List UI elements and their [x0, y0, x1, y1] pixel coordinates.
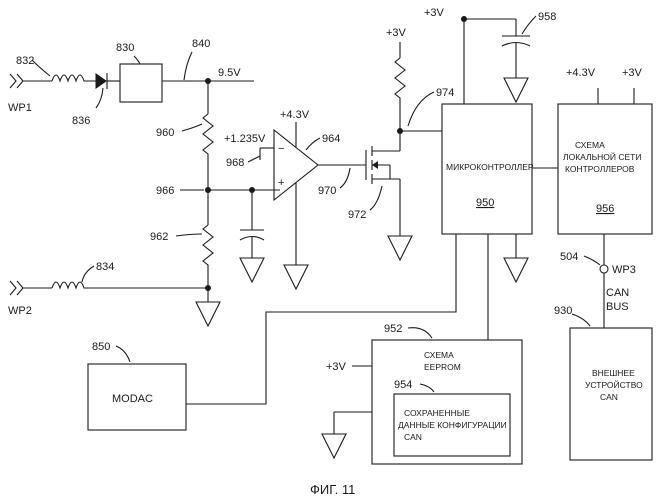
can-bus-label-2: BUS — [606, 301, 629, 313]
wp3-label: WP3 — [612, 264, 636, 276]
comparator-minus: − — [278, 143, 284, 155]
comparator-plus: + — [278, 177, 284, 189]
ground-958 — [504, 78, 528, 102]
leader-962 — [176, 234, 202, 236]
ground-comp — [284, 265, 308, 289]
can-ctrl-line1: СХЕМА — [575, 140, 605, 150]
diode-836 — [96, 73, 120, 89]
wp2-terminal — [10, 281, 52, 295]
can-ctrl-line2: ЛОКАЛЬНОЙ СЕТИ — [563, 151, 641, 162]
can-bus-label-1: CAN — [606, 287, 629, 299]
ref-504: 504 — [560, 251, 578, 263]
leader-504 — [584, 256, 600, 265]
regulator-830 — [120, 64, 162, 102]
modac-label: MODAC — [112, 393, 153, 405]
ground-mosfet — [388, 236, 412, 260]
ground-cap — [240, 258, 264, 282]
ref-964: 964 — [322, 133, 340, 145]
mcu-supply-label: +3V — [424, 7, 445, 19]
leader-850 — [116, 346, 130, 362]
ref-960: 960 — [156, 127, 174, 139]
can-supply-4v3-label: +4.3V — [566, 67, 596, 79]
ext-device-line2: УСТРОЙСТВО — [585, 379, 643, 390]
ref-956: 956 — [596, 203, 614, 215]
leader-972 — [370, 186, 382, 210]
ref-954: 954 — [394, 379, 412, 391]
leader-930 — [572, 314, 590, 326]
wp1-terminal — [10, 74, 52, 88]
ref-930: 930 — [554, 305, 572, 317]
comp-supply-label: +4.3V — [280, 109, 310, 121]
ref-970: 970 — [318, 185, 336, 197]
ref-voltage-label: +1.235V — [224, 133, 266, 145]
ref-968: 968 — [226, 157, 244, 169]
ref-962: 962 — [150, 231, 168, 243]
eeprom-line1: СХЕМА — [424, 350, 454, 360]
resistor-962 — [203, 225, 213, 288]
ext-device-line3: CAN — [600, 392, 618, 402]
pullup-supply-label: +3V — [386, 27, 407, 39]
leader-840 — [184, 52, 192, 80]
config-line2: ДАННЫЕ КОНФИГУРАЦИИ — [398, 420, 507, 430]
rail-9v5-label: 9.5V — [218, 67, 241, 79]
ext-device-line1: ВНЕШНЕЕ — [592, 368, 635, 378]
ref-958: 958 — [538, 11, 556, 23]
resistor-pullup — [395, 58, 405, 131]
ref-950: 950 — [476, 197, 494, 209]
leader-952 — [408, 328, 432, 338]
config-line1: СОХРАНЕННЫЕ — [404, 408, 470, 418]
leader-834 — [82, 266, 94, 282]
ref-972: 972 — [348, 209, 366, 221]
leader-958 — [522, 16, 536, 34]
eeprom-line2: EEPROM — [424, 362, 461, 372]
wp1-label: WP1 — [8, 102, 32, 114]
ref-974: 974 — [436, 87, 454, 99]
leader-960 — [182, 124, 202, 131]
ref-850: 850 — [92, 341, 110, 353]
leader-830 — [134, 56, 140, 64]
figure-caption: ФИГ. 11 — [310, 482, 355, 497]
mcu-label: МИКРОКОНТРОЛЛЕР — [446, 162, 534, 172]
leader-974 — [408, 92, 434, 126]
wp2-label: WP2 — [8, 305, 32, 317]
ground-eeprom — [322, 434, 346, 458]
ref-832: 832 — [16, 55, 34, 67]
ref-952: 952 — [384, 323, 402, 335]
can-ctrl-line3: КОНТРОЛЛЕРОВ — [565, 164, 635, 174]
ref-834: 834 — [96, 261, 114, 273]
eeprom-supply-label: +3V — [326, 361, 347, 373]
inductor-834 — [52, 282, 208, 288]
ground-wp2 — [196, 302, 220, 326]
mosfet-972 — [366, 146, 400, 184]
config-line3: CAN — [404, 432, 422, 442]
ref-840: 840 — [192, 38, 210, 50]
filter-capacitor — [240, 190, 264, 258]
ref-830: 830 — [116, 42, 134, 54]
ref-966: 966 — [156, 185, 174, 197]
can-supply-3v-label: +3V — [622, 67, 643, 79]
ref-836: 836 — [72, 115, 90, 127]
ground-mcu — [504, 258, 528, 282]
wp3-terminal — [600, 265, 608, 273]
inductor-832 — [52, 75, 96, 81]
leader-836 — [96, 88, 103, 108]
leader-832 — [32, 60, 50, 76]
resistor-960 — [203, 114, 213, 190]
leader-964 — [306, 138, 320, 150]
leader-970 — [340, 168, 350, 188]
